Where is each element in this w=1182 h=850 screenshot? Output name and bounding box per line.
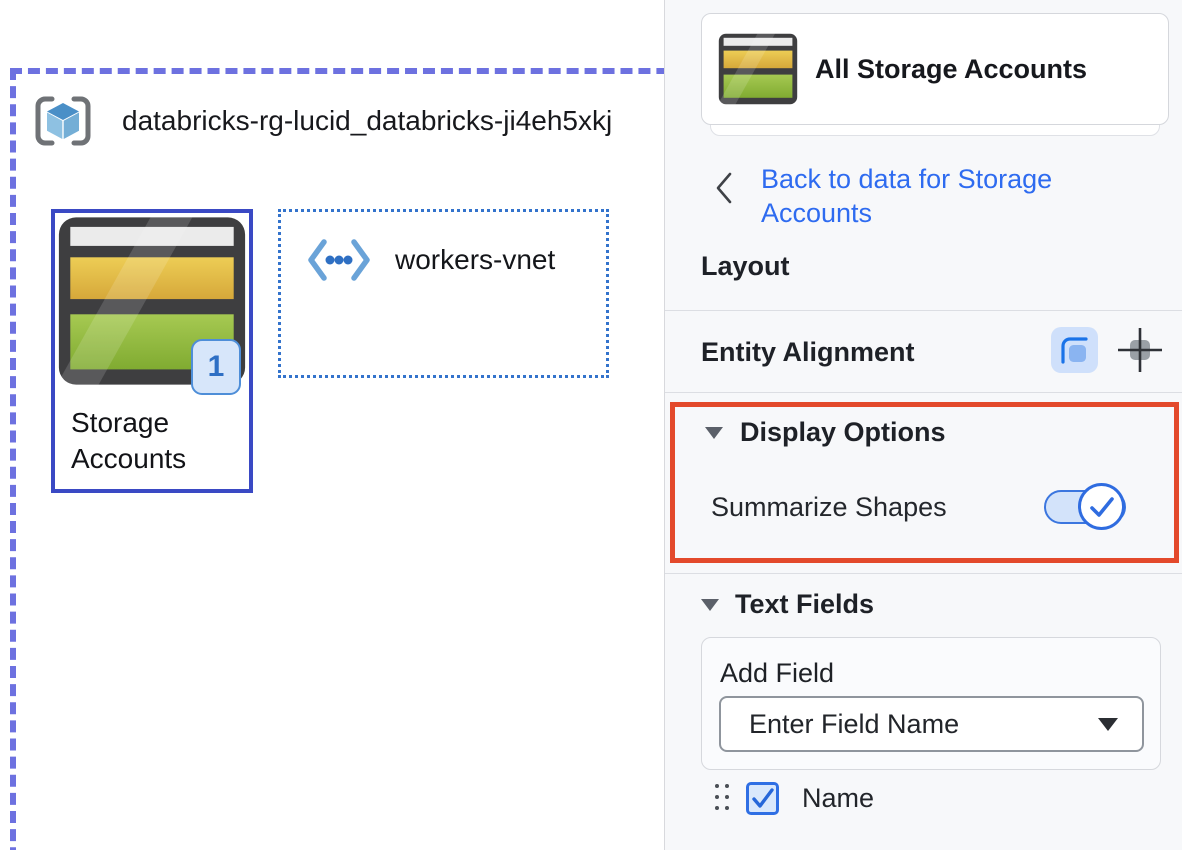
back-to-data-link[interactable]: Back to data for Storage Accounts xyxy=(761,164,1053,228)
checkmark-icon xyxy=(1089,496,1114,517)
summarize-shapes-toggle-knob[interactable] xyxy=(1078,483,1125,530)
entity-alignment-label: Entity Alignment xyxy=(701,337,915,367)
selection-card-title: All Storage Accounts xyxy=(815,53,1088,84)
collapse-triangle-icon[interactable] xyxy=(705,426,723,439)
display-options-heading: Display Options xyxy=(740,417,946,447)
section-divider xyxy=(665,310,1182,311)
display-options-header[interactable]: Display Options xyxy=(705,417,946,448)
back-navigation[interactable]: Back to data for Storage Accounts xyxy=(715,162,1097,230)
align-corner-icon xyxy=(1061,336,1088,364)
shape-count-badge: 1 xyxy=(191,339,241,395)
selection-card-stack: All Storage Accounts xyxy=(701,13,1169,136)
storage-accounts-icon xyxy=(718,33,798,105)
field-name-dropdown-value: Enter Field Name xyxy=(749,708,960,739)
text-fields-heading: Text Fields xyxy=(735,589,875,619)
crosshair-icon xyxy=(1118,328,1162,372)
workers-vnet-label: workers-vnet xyxy=(395,244,556,275)
resource-group-header: databricks-rg-lucid_databricks-ji4eh5xkj xyxy=(34,94,612,148)
section-divider xyxy=(665,392,1182,393)
field-name-dropdown[interactable]: Enter Field Name xyxy=(719,696,1144,752)
align-corner-button[interactable] xyxy=(1051,327,1098,373)
resource-group-container[interactable]: databricks-rg-lucid_databricks-ji4eh5xkj… xyxy=(10,68,664,850)
selection-card[interactable]: All Storage Accounts xyxy=(701,13,1169,125)
summarize-shapes-label: Summarize Shapes xyxy=(711,492,947,522)
storage-accounts-shape[interactable]: 1 Storage Accounts xyxy=(51,209,253,493)
diagram-canvas[interactable]: databricks-rg-lucid_databricks-ji4eh5xkj… xyxy=(0,0,664,850)
chevron-left-icon xyxy=(716,172,732,204)
resource-group-title: databricks-rg-lucid_databricks-ji4eh5xkj xyxy=(122,105,613,136)
section-divider xyxy=(665,573,1182,574)
field-list-item: Name xyxy=(715,782,874,815)
add-field-card: Add Field Enter Field Name xyxy=(701,637,1161,770)
right-properties-panel: All Storage Accounts Back to data for St… xyxy=(664,0,1182,850)
layout-heading: Layout xyxy=(701,251,790,281)
highlight-annotation-box xyxy=(670,402,1179,563)
storage-accounts-label: Storage Accounts xyxy=(71,407,187,474)
azure-resource-group-icon xyxy=(35,96,91,146)
checkmark-icon xyxy=(751,788,774,808)
name-field-checkbox[interactable] xyxy=(746,782,779,815)
align-center-button[interactable] xyxy=(1117,327,1163,373)
dropdown-arrow-icon xyxy=(1098,717,1118,731)
workers-vnet-shape[interactable]: workers-vnet xyxy=(278,209,609,378)
drag-handle-icon[interactable] xyxy=(715,783,731,814)
add-field-label: Add Field xyxy=(720,658,835,688)
collapse-triangle-icon[interactable] xyxy=(701,598,719,611)
virtual-network-icon xyxy=(308,239,370,281)
name-field-label: Name xyxy=(802,783,875,813)
text-fields-header[interactable]: Text Fields xyxy=(701,589,874,620)
